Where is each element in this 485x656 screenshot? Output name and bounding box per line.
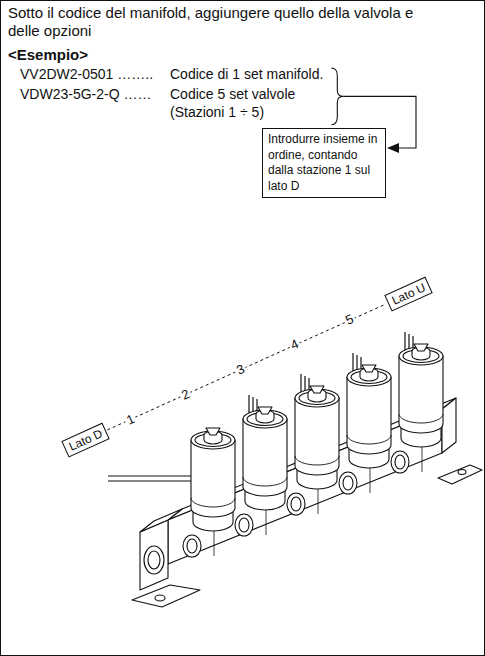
outlet-port — [391, 451, 409, 473]
instruction-text: Introdurre insieme in ordine, contando d… — [268, 132, 380, 194]
manual-lever — [206, 428, 220, 435]
solenoid-coil — [191, 440, 235, 517]
mount-hole — [155, 595, 165, 601]
manual-lever — [362, 365, 376, 372]
side-tag: Lato D — [61, 422, 110, 457]
note-text: Codice 5 set valvole — [170, 86, 295, 103]
side-tag: Lato U — [384, 276, 433, 311]
outlet-port — [395, 455, 405, 469]
drawing-stroke — [108, 480, 191, 481]
outlet-port — [287, 493, 305, 515]
brace — [331, 68, 343, 125]
manifold-end-block — [140, 509, 182, 532]
drawing-stroke — [243, 477, 287, 486]
outlet-port — [235, 514, 253, 536]
instruction-box: Introdurre insieme in ordine, contando d… — [262, 128, 386, 198]
solenoid-coil — [347, 377, 391, 454]
drawing-stroke — [422, 446, 423, 472]
drawing-stroke — [191, 498, 235, 507]
note-text: Sotto il codice del manifold, aggiungere… — [8, 4, 420, 40]
station-number: 4 — [287, 335, 304, 354]
solenoid-coil — [295, 398, 339, 475]
drawing-stroke — [318, 488, 319, 514]
drawing-stroke — [108, 475, 191, 476]
main-port — [144, 546, 164, 574]
drawing-stroke — [295, 456, 339, 465]
manual-lever — [310, 386, 324, 393]
mount-hole — [458, 470, 466, 475]
station-number: 2 — [177, 385, 194, 404]
outlet-port — [187, 539, 197, 553]
outlet-port — [183, 535, 201, 557]
drawing-stroke — [266, 509, 267, 535]
station-number: 3 — [232, 360, 249, 379]
manifold-end — [442, 398, 456, 453]
arrowhead — [387, 143, 399, 153]
manual-lever — [414, 344, 428, 351]
main-port — [148, 551, 160, 569]
solenoid-coil — [399, 356, 443, 433]
note-text: VV2DW2-0501 …….. — [20, 66, 153, 83]
drawing-stroke — [370, 467, 371, 493]
drawing-stroke — [347, 435, 391, 444]
note-text: <Esempio> — [8, 46, 88, 64]
solenoid-coil — [243, 419, 287, 496]
outlet-port — [339, 472, 357, 494]
outlet-port — [291, 497, 301, 511]
mount-foot — [438, 465, 482, 484]
outlet-port — [343, 476, 353, 490]
note-text: VDW23-5G-2-Q …… — [20, 86, 151, 103]
station-line — [107, 304, 385, 430]
drawing-stroke — [399, 414, 443, 423]
side-label: Lato U — [389, 280, 427, 307]
side-label: Lato D — [66, 426, 104, 453]
station-number: 5 — [342, 311, 359, 330]
note-text: (Stazioni 1 ÷ 5) — [170, 104, 264, 121]
manual-lever — [258, 407, 272, 414]
note-text: Codice di 1 set manifold. — [170, 66, 323, 83]
drawing-stroke — [214, 530, 215, 556]
station-number: 1 — [122, 410, 139, 429]
outlet-port — [239, 518, 249, 532]
